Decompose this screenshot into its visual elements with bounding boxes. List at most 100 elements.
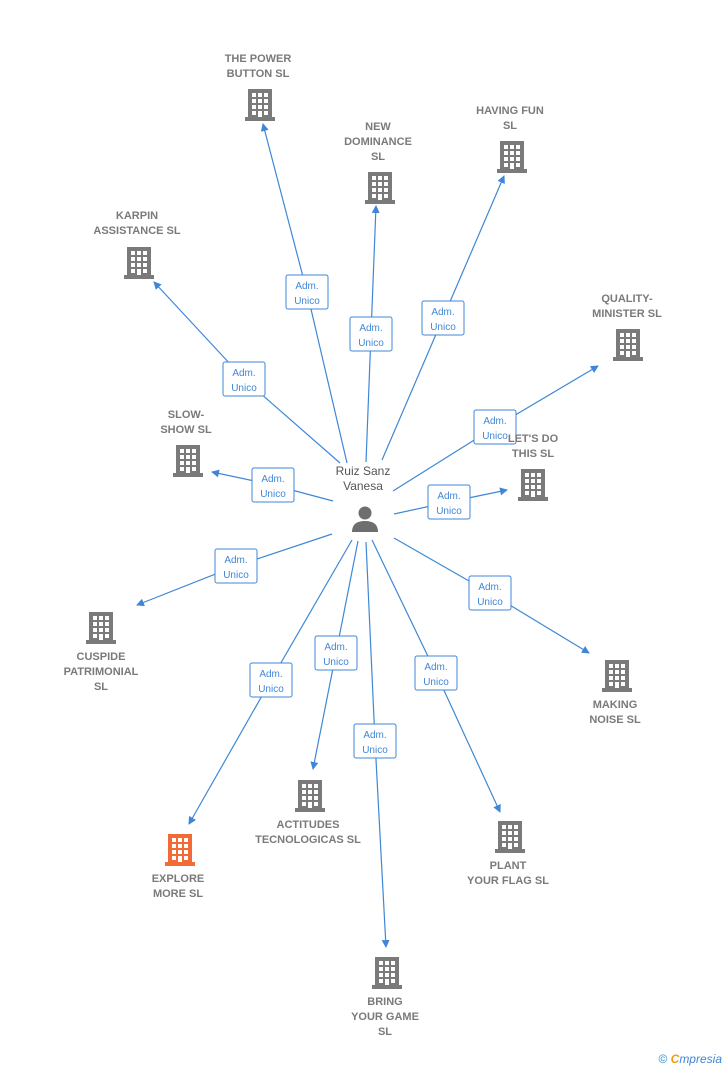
- role-badge-cuspide-patrimonial[interactable]: Adm.Unico: [214, 548, 258, 584]
- person-name-line-1: Ruiz Sanz: [336, 464, 391, 478]
- brand-logo-rest: mpresia: [679, 1052, 722, 1066]
- company-node-the-power-button[interactable]: THE POWER BUTTON SL: [225, 53, 292, 121]
- role-badge-frame: [285, 274, 329, 310]
- company-label-line-1: THE POWER: [225, 53, 292, 65]
- company-label-line-2: SHOW SL: [160, 424, 212, 436]
- role-badge-quality-minister[interactable]: Adm. Unico: [473, 409, 517, 445]
- company-label-line-1: EXPLORE: [152, 873, 205, 885]
- role-label-line-1: Adm.: [424, 662, 447, 673]
- role-badge-frame: [251, 467, 295, 503]
- role-badge-new-dominance[interactable]: Adm. Unico: [349, 316, 393, 352]
- role-label-line-1: Adm.: [437, 491, 460, 502]
- company-label-line-1: NEW: [365, 121, 391, 133]
- company-label-line-2: DOMINANCE: [344, 136, 412, 148]
- company-label-line-2: PATRIMONIAL: [64, 666, 139, 678]
- role-badge-frame: [427, 484, 471, 520]
- company-node-having-fun[interactable]: HAVING FUN SL: [476, 105, 544, 173]
- person-name-line-2: Vanesa: [343, 479, 383, 493]
- role-badge-frame: [214, 548, 258, 584]
- company-label-line-1: MAKING: [593, 699, 638, 711]
- role-label-line-1: Adm.: [483, 416, 506, 427]
- role-label-line-2: Unico: [260, 489, 286, 500]
- brand-logo-initial: C: [670, 1052, 680, 1066]
- building-icon: [613, 329, 643, 361]
- role-label-line-1: Adm.: [232, 368, 255, 379]
- building-icon: [495, 821, 525, 853]
- role-label-line-1: Adm.: [478, 582, 501, 593]
- role-badge-plant-your-flag[interactable]: Adm. Unico: [414, 655, 458, 691]
- building-icon: [602, 660, 632, 692]
- company-node-making-noise[interactable]: MAKING NOISE SL: [589, 660, 641, 726]
- building-icon: [372, 957, 402, 989]
- role-label-line-1: Adm.: [359, 323, 382, 334]
- company-label-line-1: ACTITUDES: [277, 819, 340, 831]
- company-label-line-1: QUALITY-: [601, 293, 653, 305]
- role-badge-frame: [421, 300, 465, 336]
- role-badge-karpin-assistance[interactable]: Adm. Unico: [222, 361, 266, 397]
- company-label-line-3: SL: [371, 151, 385, 163]
- company-node-explore-more[interactable]: EXPLORE MORE SL: [152, 834, 205, 900]
- company-label-line-1: BRING: [367, 996, 402, 1008]
- role-badge-bring-your-game[interactable]: Adm. Unico: [353, 723, 397, 759]
- role-badge-making-noise[interactable]: Adm. Unico: [468, 575, 512, 611]
- role-label-line-2: Unico: [294, 296, 320, 307]
- role-label-line-2: Unico: [358, 338, 384, 349]
- footer-brand[interactable]: © Cmpresia: [658, 1052, 722, 1066]
- company-node-lets-do-this[interactable]: LET'S DO THIS SL: [508, 433, 559, 501]
- company-label-line-2: ASSISTANCE SL: [93, 225, 180, 237]
- company-label-line-1: LET'S DO: [508, 433, 559, 445]
- company-label-line-2: SL: [503, 120, 517, 132]
- role-label-line-1: Adm.: [431, 307, 454, 318]
- building-icon: [497, 141, 527, 173]
- company-node-cuspide-patrimonial[interactable]: CUSPIDE PATRIMONIAL SL: [64, 612, 139, 693]
- role-label-line-1: Adm.: [259, 669, 282, 680]
- company-node-slow-show[interactable]: SLOW-SHOW SL: [160, 409, 212, 477]
- role-label-line-2: Unico: [362, 745, 388, 756]
- role-label-line-1: Adm.: [295, 281, 318, 292]
- role-badge-lets-do-this[interactable]: Adm. Unico: [427, 484, 471, 520]
- company-label-line-2: BUTTON SL: [227, 68, 290, 80]
- role-badge-having-fun[interactable]: Adm. Unico: [421, 300, 465, 336]
- role-badge-frame: [468, 575, 512, 611]
- company-label-line-2: MORE SL: [153, 888, 203, 900]
- company-label-line-3: SL: [378, 1026, 392, 1038]
- company-label-line-2: YOUR FLAG SL: [467, 875, 549, 887]
- company-label-line-1: HAVING FUN: [476, 105, 544, 117]
- role-label-line-1: Adm.: [224, 555, 247, 566]
- role-label-line-2: Unico: [231, 383, 257, 394]
- role-label-line-2: Unico: [477, 597, 503, 608]
- person-node[interactable]: Ruiz Sanz Vanesa: [336, 464, 391, 532]
- role-badge-the-power-button[interactable]: Adm. Unico: [285, 274, 329, 310]
- role-label-line-2: Unico: [482, 431, 508, 442]
- role-label-line-1: Adm.: [324, 642, 347, 653]
- role-label-line-1: Adm.: [261, 474, 284, 485]
- role-label-line-2: Unico: [423, 677, 449, 688]
- company-node-quality-minister[interactable]: QUALITY-MINISTER SL: [592, 293, 662, 361]
- role-label-line-2: Unico: [436, 506, 462, 517]
- building-icon: [124, 247, 154, 279]
- company-label-line-3: SL: [94, 681, 108, 693]
- building-icon: [173, 445, 203, 477]
- role-label-line-1: Adm.: [363, 730, 386, 741]
- company-label-line-1: CUSPIDE: [77, 651, 126, 663]
- role-badge-frame: [314, 635, 358, 671]
- company-label-line-2: NOISE SL: [589, 714, 641, 726]
- company-label-line-2: THIS SL: [512, 448, 554, 460]
- building-icon: [518, 469, 548, 501]
- role-badge-frame: [222, 361, 266, 397]
- roles-layer: Adm.UnicoAdm.UnicoAdm.UnicoAdm.UnicoAdm.…: [214, 274, 517, 759]
- role-label-line-2: Unico: [430, 322, 456, 333]
- company-node-new-dominance[interactable]: NEW DOMINANCE SL: [344, 121, 412, 204]
- role-label-line-2: Unico: [258, 684, 284, 695]
- role-label-line-2: Unico: [323, 657, 349, 668]
- edges-layer: [136, 123, 599, 948]
- role-badge-explore-more[interactable]: Adm. Unico: [249, 662, 293, 698]
- role-badge-slow-show[interactable]: Adm. Unico: [251, 467, 295, 503]
- building-icon: [365, 172, 395, 204]
- role-badge-actitudes-tecnologicas[interactable]: Adm. Unico: [314, 635, 358, 671]
